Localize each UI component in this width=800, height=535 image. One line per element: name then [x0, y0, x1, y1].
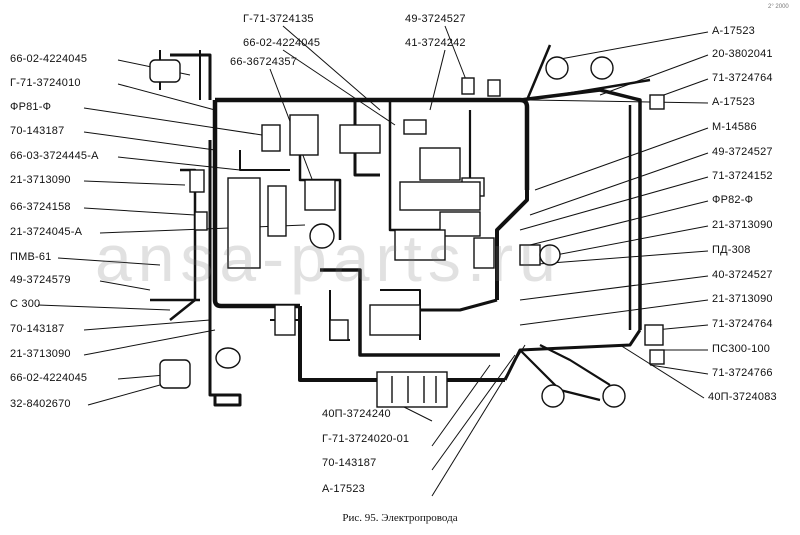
- corner-mark: 2° 2000: [768, 4, 789, 10]
- callout-label-right: ФР82-Ф: [712, 194, 754, 206]
- callout-label-top: 41-3724242: [405, 37, 466, 49]
- leader-left: [99, 280, 151, 291]
- leader-right: [519, 275, 709, 301]
- callout-label-right: 49-3724527: [712, 146, 773, 158]
- leader-left: [83, 319, 211, 331]
- callout-label-left: 70-143187: [10, 125, 65, 137]
- callout-label-left: С 300: [10, 298, 41, 310]
- callout-label-right: 71-3724764: [712, 72, 773, 84]
- leader-right: [649, 364, 709, 375]
- leader-right: [519, 176, 709, 231]
- callout-label-left: 49-3724579: [10, 274, 71, 286]
- callout-label-top: 49-3724527: [405, 13, 466, 25]
- lamp-3: [541, 384, 565, 408]
- components: [149, 56, 665, 408]
- callout-label-left: 21-3713090: [10, 348, 71, 360]
- leader-left: [117, 83, 216, 111]
- figure-caption: Рис. 95. Электропровода: [342, 512, 458, 524]
- callout-label-right: М-14586: [712, 121, 757, 133]
- callout-label-left: 66-3724158: [10, 201, 71, 213]
- leader-right: [529, 152, 709, 216]
- callout-label-right: 71-3724152: [712, 170, 773, 182]
- leader-left: [117, 374, 166, 380]
- leader-right: [539, 225, 709, 259]
- watermark: ansa-parts.ru: [95, 221, 562, 295]
- leader-right: [554, 31, 709, 61]
- callout-label-left: 66-03-3724445-А: [10, 150, 99, 162]
- callout-label-right: 21-3713090: [712, 293, 773, 305]
- leader-left: [83, 131, 216, 151]
- leader-left: [83, 329, 216, 356]
- callout-label-bottom: Г-71-3724020-01: [322, 433, 410, 445]
- callout-label-bottom: А-17523: [322, 483, 365, 495]
- callout-label-left: Г-71-3724010: [10, 77, 81, 89]
- callout-label-bottom: 70-143187: [322, 457, 377, 469]
- leader-left: [57, 257, 161, 266]
- leader-right: [529, 200, 709, 246]
- callout-label-left: ФР81-Ф: [10, 101, 52, 113]
- callout-label-left: 70-143187: [10, 323, 65, 335]
- leader-left: [83, 107, 263, 136]
- lamp-1: [545, 56, 569, 80]
- callout-label-bottom: 40П-3724240: [322, 408, 391, 420]
- callout-label-right: ПС300-100: [712, 343, 771, 355]
- callout-label-left: 21-3713090: [10, 174, 71, 186]
- callout-label-right: 71-3724766: [712, 367, 773, 379]
- leader-top: [282, 49, 396, 126]
- leader-right: [619, 344, 705, 399]
- leader-left: [83, 207, 196, 216]
- callout-label-right: 40П-3724083: [708, 391, 777, 403]
- leader-right: [519, 299, 709, 326]
- callout-label-left: 32-8402670: [10, 398, 71, 410]
- leader-right: [599, 54, 709, 96]
- lamp-2: [590, 56, 614, 80]
- callout-label-top: Г-71-3724135: [243, 13, 314, 25]
- callout-label-top: 66-36724357: [230, 56, 298, 68]
- callout-label-top: 66-02-4224045: [243, 37, 321, 49]
- leader-left: [87, 384, 161, 406]
- callout-label-left: ПМВ-61: [10, 251, 52, 263]
- leader-bottom: [431, 354, 516, 471]
- leader-right: [654, 324, 709, 331]
- leader-right: [529, 99, 709, 104]
- callout-label-right: А-17523: [712, 25, 755, 37]
- leader-left: [117, 156, 241, 171]
- leader-right: [534, 127, 709, 191]
- callout-label-right: 21-3713090: [712, 219, 773, 231]
- lamp-4: [602, 384, 626, 408]
- callout-label-right: А-17523: [712, 96, 755, 108]
- callout-label-right: ПД-308: [712, 244, 751, 256]
- leader-top: [282, 25, 381, 111]
- callout-label-right: 40-3724527: [712, 269, 773, 281]
- leader-left: [83, 180, 186, 186]
- callout-label-right: 71-3724764: [712, 318, 773, 330]
- callout-label-left: 66-02-4224045: [10, 372, 88, 384]
- callout-label-left: 66-02-4224045: [10, 53, 88, 65]
- leader-left: [37, 304, 171, 311]
- callout-label-left: 21-3724045-А: [10, 226, 83, 238]
- callout-label-right: 20-3802041: [712, 48, 773, 60]
